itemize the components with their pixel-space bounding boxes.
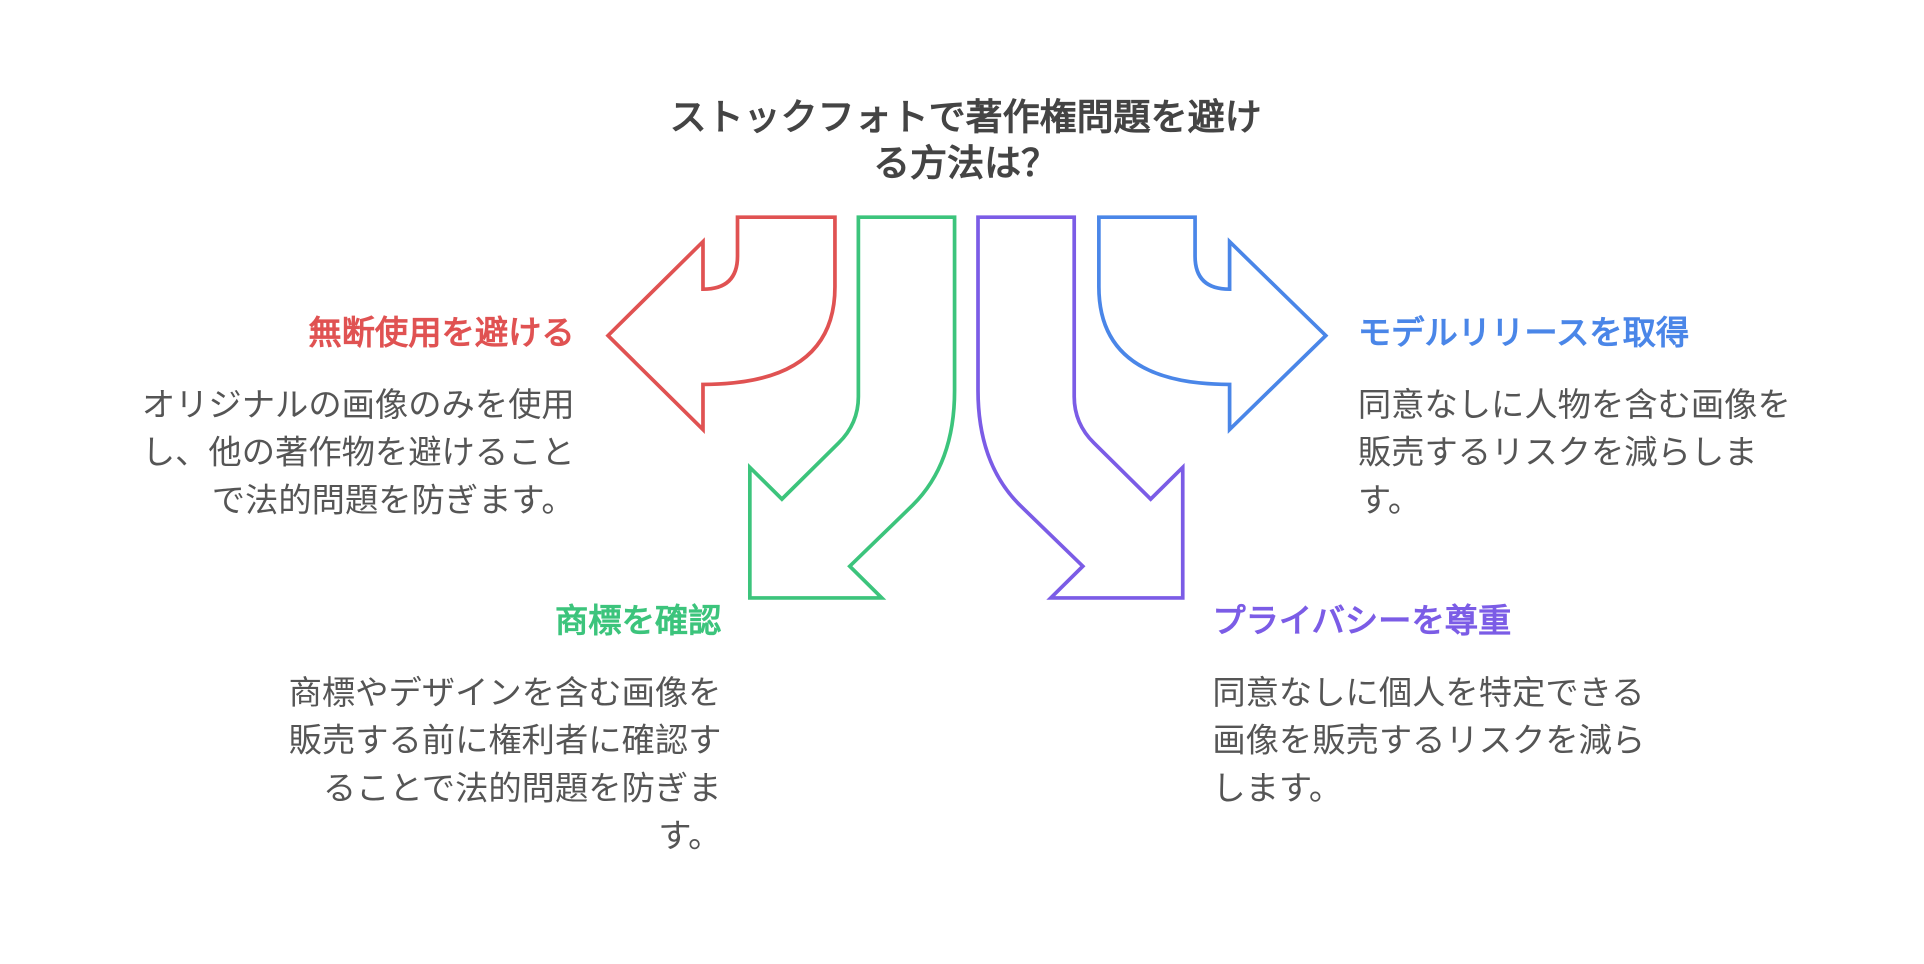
body-get-model-release: 同意なしに人物を含む画像を 販売するリスクを減らしま す。 (1357, 386, 1791, 520)
heading-check-trademarks: 商標を確認 (554, 602, 722, 641)
heading-get-model-release: モデルリリースを取得 (1357, 314, 1690, 353)
body-avoid-unauthorized-use: オリジナルの画像のみを使用 し、他の著作物を避けること で法的問題を防ぎます。 (141, 386, 575, 520)
body-check-trademarks: 商標やデザインを含む画像を 販売する前に権利者に確認す ることで法的問題を防ぎま… (288, 674, 722, 856)
heading-avoid-unauthorized-use: 無断使用を避ける (308, 314, 575, 353)
red-arrow-left (605, 215, 837, 434)
diagram-title: ストックフォトで著作権問題を避け る方法は？ (669, 96, 1262, 186)
body-respect-privacy: 同意なしに個人を特定できる 画像を販売するリスクを減ら します。 (1212, 674, 1646, 808)
heading-respect-privacy: プライバシーを尊重 (1212, 602, 1512, 641)
blue-arrow-right (1097, 215, 1329, 434)
green-arrow-down-left (747, 215, 957, 600)
purple-arrow-down-right (976, 215, 1185, 600)
